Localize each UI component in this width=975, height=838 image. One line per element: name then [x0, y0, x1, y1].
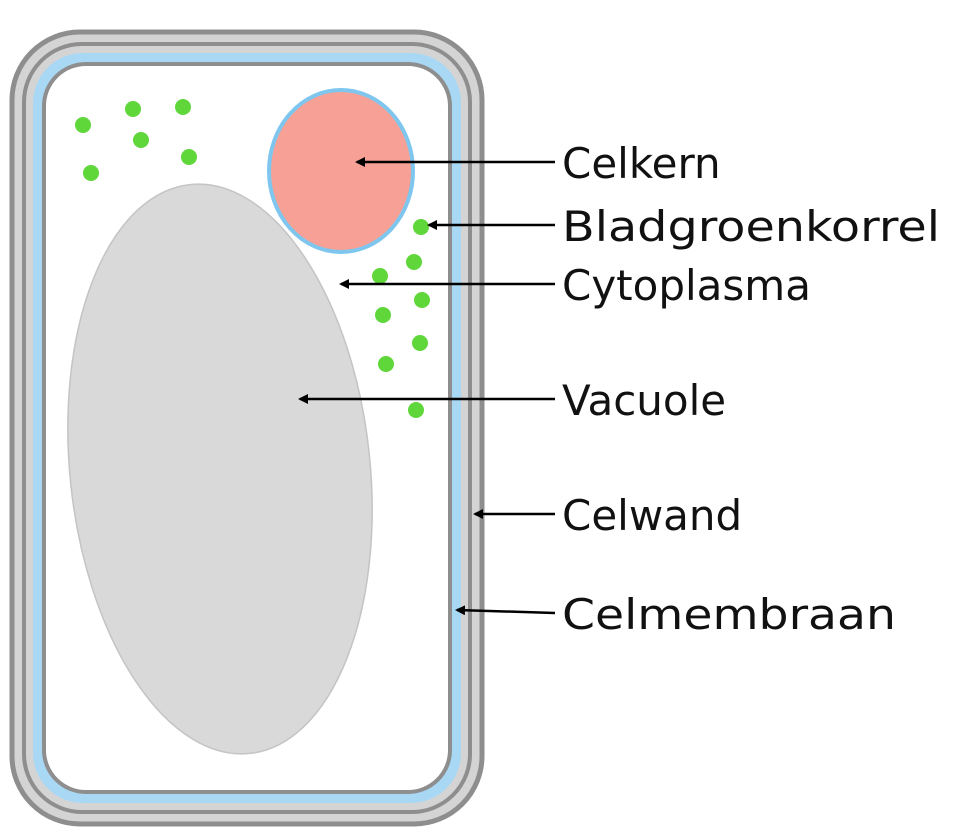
chloroplast	[181, 149, 197, 165]
cell-wall-inner-line	[22, 42, 472, 814]
chloroplast	[414, 292, 430, 308]
chloroplast	[75, 117, 91, 133]
chloroplast	[375, 307, 391, 323]
chloroplast-group	[75, 99, 430, 418]
chloroplast	[408, 402, 424, 418]
chloroplast	[372, 268, 388, 284]
chloroplast	[413, 219, 429, 235]
chloroplast	[175, 99, 191, 115]
vacuole	[67, 183, 373, 755]
label-bladgroenkorrel: Bladgroenkorrel	[562, 202, 940, 251]
chloroplast	[83, 165, 99, 181]
label-vacuole: Vacuole	[562, 376, 726, 425]
chloroplast	[378, 356, 394, 372]
chloroplast	[125, 101, 141, 117]
arrow-group	[298, 157, 556, 616]
label-celwand: Celwand	[562, 491, 742, 540]
label-celkern: Celkern	[562, 139, 721, 188]
chloroplast	[412, 335, 428, 351]
chloroplast	[133, 132, 149, 148]
label-cytoplasma: Cytoplasma	[562, 261, 811, 310]
arrow-celmembraan	[455, 605, 556, 616]
label-celmembraan: Celmembraan	[562, 590, 896, 639]
nucleus	[267, 88, 415, 254]
chloroplast	[406, 254, 422, 270]
